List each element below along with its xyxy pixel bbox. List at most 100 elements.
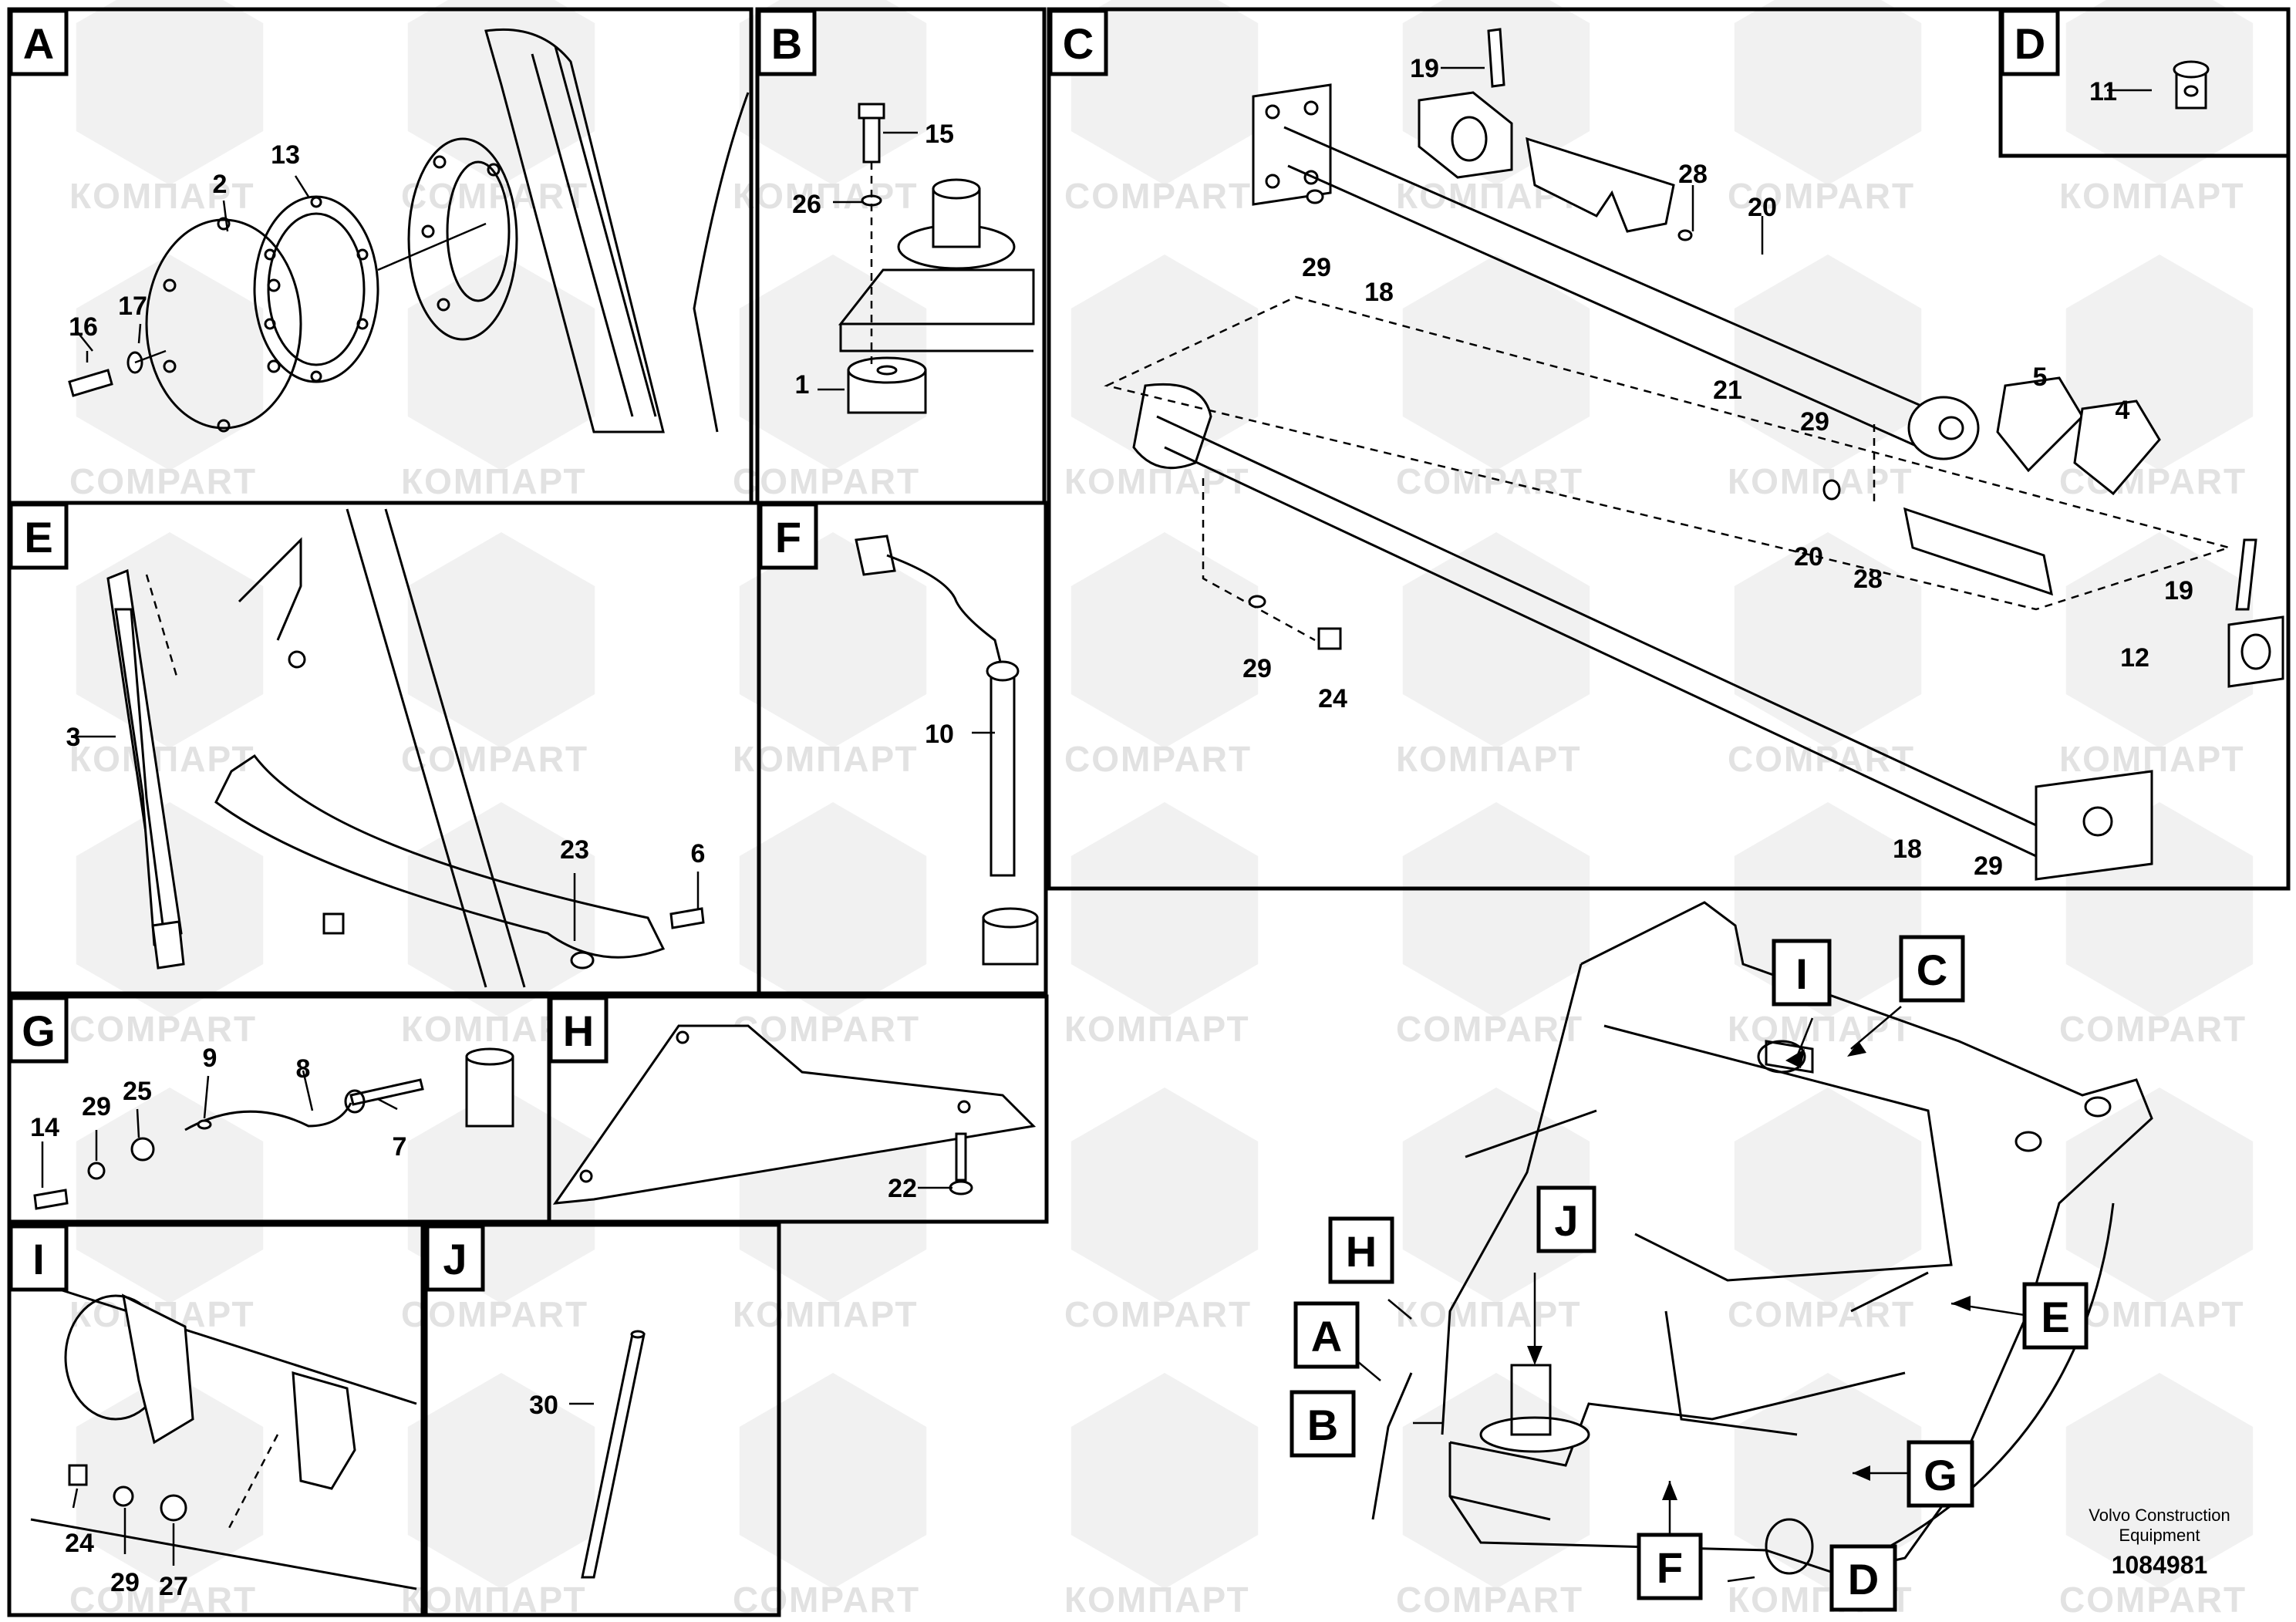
part-number: 1 (795, 370, 810, 400)
panel-d-drawing (2173, 60, 2210, 110)
watermark-text: COMPART (1064, 739, 1252, 779)
watermark-text: COMPART (1396, 1580, 1583, 1620)
watermark-hex (407, 532, 595, 748)
panel-a-drawing (68, 28, 750, 433)
drawing-number: 1084981 (2112, 1551, 2208, 1579)
watermark-text: COMPART (69, 1009, 257, 1049)
watermark-text: COMPART (2059, 1009, 2247, 1049)
part-number: 6 (691, 839, 706, 868)
callout-d: D (1829, 1544, 1897, 1612)
watermark-text: КОМПАРТ (2059, 176, 2245, 216)
svg-text:I: I (1795, 949, 1808, 998)
watermark-text: COMPART (69, 1580, 257, 1620)
watermark-text: КОМПАРТ (1396, 739, 1582, 779)
watermark-text: КОМПАРТ (2059, 1294, 2245, 1334)
watermark-text: КОМПАРТ (401, 461, 587, 501)
watermark-text: COMPART (401, 1294, 588, 1334)
panel-e-drawing (106, 508, 705, 988)
panel-tag-e: E (8, 502, 69, 570)
part-number: 22 (888, 1174, 917, 1203)
svg-text:J: J (1554, 1196, 1578, 1245)
part-number: 8 (296, 1054, 311, 1084)
panel-f-drawing (855, 534, 1039, 966)
part-number: 12 (2120, 643, 2149, 673)
watermark-hex (1070, 802, 1259, 1018)
svg-text:F: F (775, 513, 801, 561)
part-number: 14 (30, 1113, 59, 1142)
callout-a: A (1293, 1301, 1360, 1369)
watermark-text: КОМПАРТ (1064, 1009, 1250, 1049)
panel-j-drawing (581, 1330, 646, 1579)
footer: Volvo Construction Equipment 1084981 (2089, 1506, 2230, 1579)
watermark-hex (1402, 1373, 1590, 1589)
watermark-hex (739, 255, 927, 470)
watermark-hex (1734, 1373, 1922, 1589)
watermark-hex (76, 1088, 264, 1303)
watermark-hex (1734, 255, 1922, 470)
svg-text:H: H (563, 1007, 594, 1055)
svg-text:B: B (1307, 1401, 1338, 1449)
panel-h-drawing (552, 1024, 1037, 1205)
svg-text:C: C (1063, 19, 1094, 68)
callout-f: F (1637, 1533, 1703, 1600)
part-number: 17 (118, 292, 147, 321)
watermark-hex (1070, 1373, 1259, 1589)
part-number: 26 (792, 190, 821, 219)
part-number: 13 (271, 140, 300, 170)
watermark-text: COMPART (1396, 461, 1583, 501)
part-number: 4 (2116, 396, 2130, 425)
svg-text:B: B (771, 19, 802, 68)
watermark-text: COMPART (1728, 739, 1915, 779)
callout-g: G (1907, 1440, 1974, 1508)
watermark-text: COMPART (733, 1580, 920, 1620)
watermark-hex (739, 802, 927, 1018)
svg-text:G: G (22, 1007, 56, 1055)
part-number: 29 (1974, 851, 2003, 881)
part-number: 3 (66, 723, 81, 752)
part-number: 29 (1242, 654, 1272, 683)
part-number: 29 (110, 1568, 140, 1597)
callout-h: H (1328, 1216, 1394, 1284)
part-number: 10 (925, 720, 954, 749)
part-number: 11 (2089, 77, 2117, 106)
watermark-text: COMPART (1064, 176, 1252, 216)
part-number: 25 (123, 1077, 152, 1106)
part-number: 23 (560, 835, 589, 865)
part-number: 29 (1800, 407, 1829, 437)
panel-tag-j: J (425, 1224, 485, 1292)
leader-lines (41, 66, 2152, 1566)
watermark-hex (407, 1373, 595, 1589)
watermark-hex (739, 532, 927, 748)
watermark-hex (1402, 802, 1590, 1018)
svg-text:D: D (1848, 1555, 1879, 1603)
watermark-text: COMPART (2059, 1580, 2247, 1620)
panel-tag-f: F (758, 502, 818, 570)
watermark-hex (76, 0, 264, 185)
part-number: 16 (69, 312, 98, 342)
part-number: 29 (1302, 253, 1331, 282)
watermark-hex (1070, 0, 1259, 185)
part-number: 21 (1713, 376, 1742, 405)
panel-tags: A B C D E F G H I J (8, 8, 2060, 1292)
svg-text:H: H (1346, 1227, 1377, 1276)
watermark-text: КОМПАРТ (69, 739, 255, 779)
footer-company-line2: Equipment (2119, 1526, 2200, 1545)
panel-tag-i: I (8, 1224, 69, 1292)
panel-tag-h: H (548, 996, 609, 1064)
watermark-hex (76, 532, 264, 748)
watermark-text: COMPART (1396, 1009, 1583, 1049)
part-number: 18 (1893, 835, 1922, 864)
watermark-hex (1734, 0, 1922, 185)
footer-company: Volvo Construction (2089, 1506, 2230, 1525)
callout-b: B (1290, 1390, 1356, 1458)
part-number: 20 (1794, 542, 1823, 572)
part-number: 20 (1748, 193, 1777, 222)
svg-text:F: F (1657, 1543, 1683, 1592)
overview-arrows (1357, 1006, 2025, 1583)
callout-c: C (1899, 935, 1965, 1003)
part-numbers: 13 2 17 16 15 26 1 19 28 20 29 18 21 29 … (30, 54, 2193, 1601)
part-number: 19 (1410, 54, 1439, 83)
watermark-hex (76, 255, 264, 470)
watermark-hex (739, 1373, 927, 1589)
svg-text:C: C (1917, 946, 1947, 994)
